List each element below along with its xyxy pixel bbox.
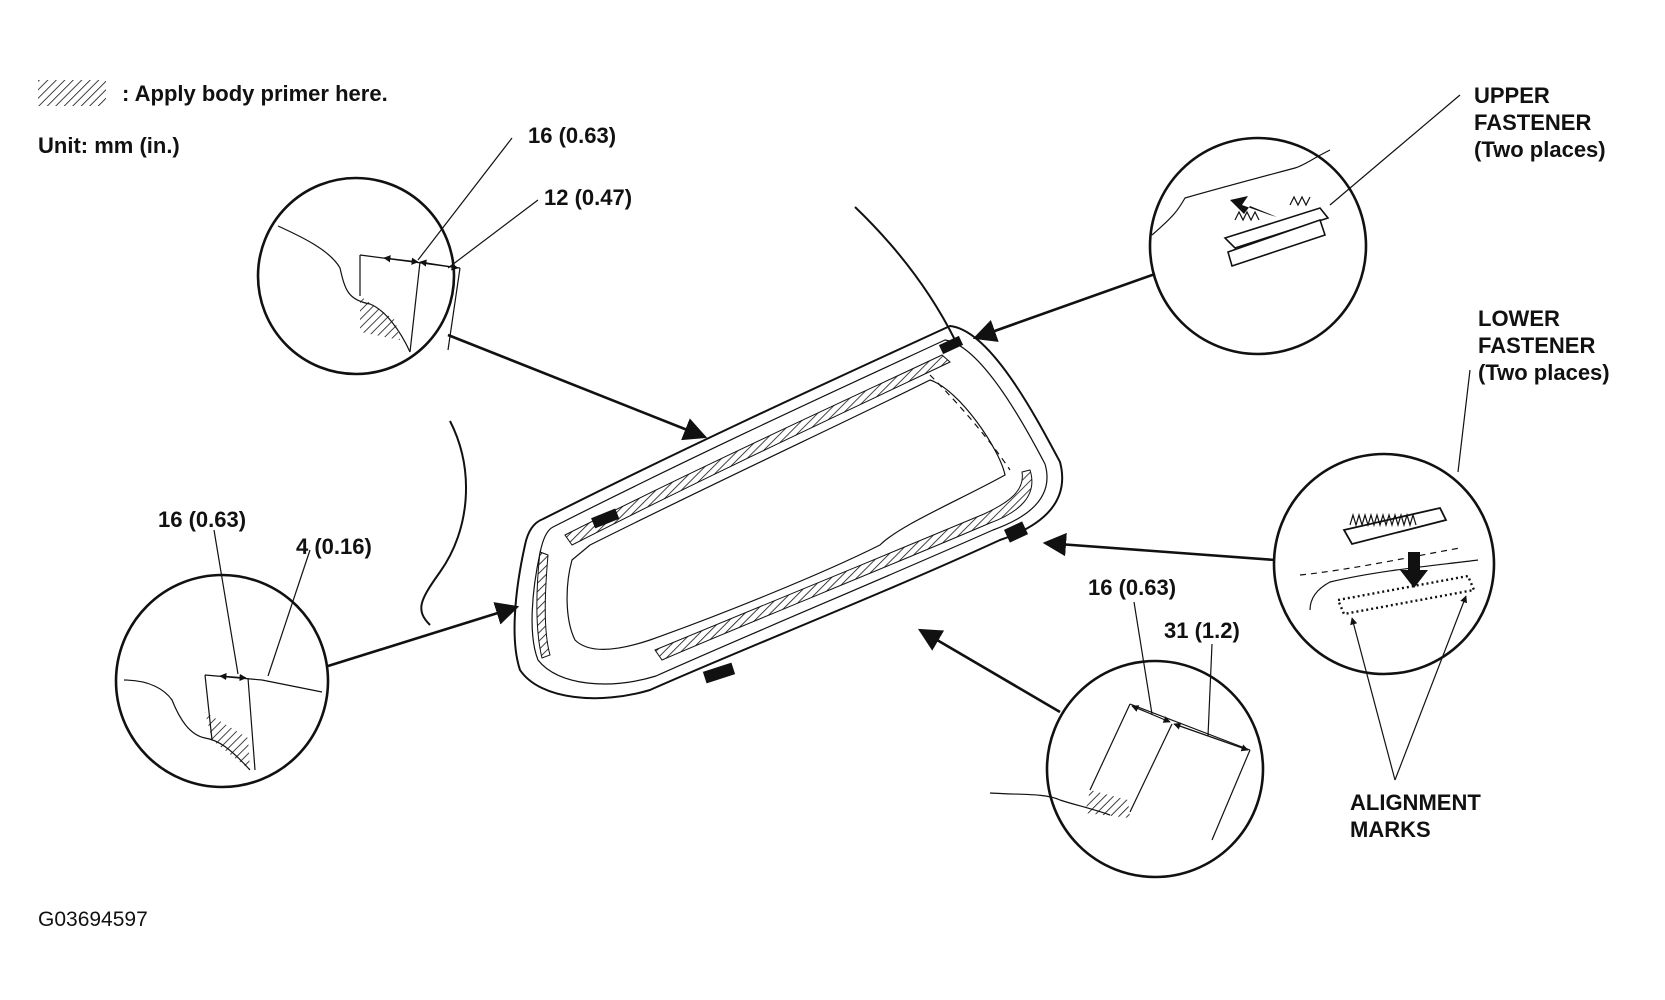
alignment-marks-line2: MARKS (1350, 817, 1431, 842)
body-side-line (420, 420, 467, 626)
top-left-dim-a: 16 (0.63) (528, 123, 616, 148)
upper-fastener-mark-2 (591, 508, 620, 529)
upper-fastener-line3: (Two places) (1474, 137, 1606, 162)
top-left-dim-b: 12 (0.47) (544, 185, 632, 210)
detail-upper-fastener: UPPER FASTENER (Two places) (972, 83, 1606, 356)
lower-fastener-line1: LOWER (1478, 306, 1560, 331)
top-left-pointer-arrow (447, 333, 708, 441)
lower-fastener-mark-2 (702, 662, 736, 684)
detail-lower-fastener: LOWER FASTENER (Two places) ALIGNMENT MA… (1042, 306, 1610, 842)
upper-fastener-line2: FASTENER (1474, 110, 1591, 135)
bottom-dim-a: 16 (0.63) (1088, 575, 1176, 600)
primer-note: : Apply body primer here. (122, 81, 388, 106)
hatch-swatch (38, 80, 106, 106)
windshield-opening (513, 324, 1064, 700)
detail-bottom: 16 (0.63) 31 (1.2) (917, 575, 1265, 879)
down-arrow-icon (1400, 552, 1428, 588)
detail-left: 16 (0.63) 4 (0.16) (114, 507, 520, 789)
hatch-legend: : Apply body primer here. (38, 80, 388, 106)
figure-code: G03694597 (38, 908, 148, 931)
lower-fastener-line3: (Two places) (1478, 360, 1610, 385)
upper-fastener-mark (938, 335, 964, 355)
bottom-dim-b: 31 (1.2) (1164, 618, 1240, 643)
lower-fastener-line2: FASTENER (1478, 333, 1595, 358)
upper-fastener-pointer-arrow (972, 272, 1156, 342)
left-dim-a: 16 (0.63) (158, 507, 246, 532)
left-pointer-arrow (327, 602, 520, 668)
left-dim-b: 4 (0.16) (296, 534, 372, 559)
lower-fastener-mark (1003, 521, 1029, 543)
unit-note: Unit: mm (in.) (38, 133, 180, 158)
alignment-marks-line1: ALIGNMENT (1350, 790, 1481, 815)
upper-fastener-line1: UPPER (1474, 83, 1550, 108)
bottom-pointer-arrow (917, 628, 1061, 714)
roof-pillar-line (854, 206, 956, 341)
detail-top-left: 16 (0.63) 12 (0.47) (256, 123, 708, 441)
direction-arrow-icon (1230, 196, 1277, 217)
lower-fastener-pointer-arrow (1042, 532, 1276, 562)
